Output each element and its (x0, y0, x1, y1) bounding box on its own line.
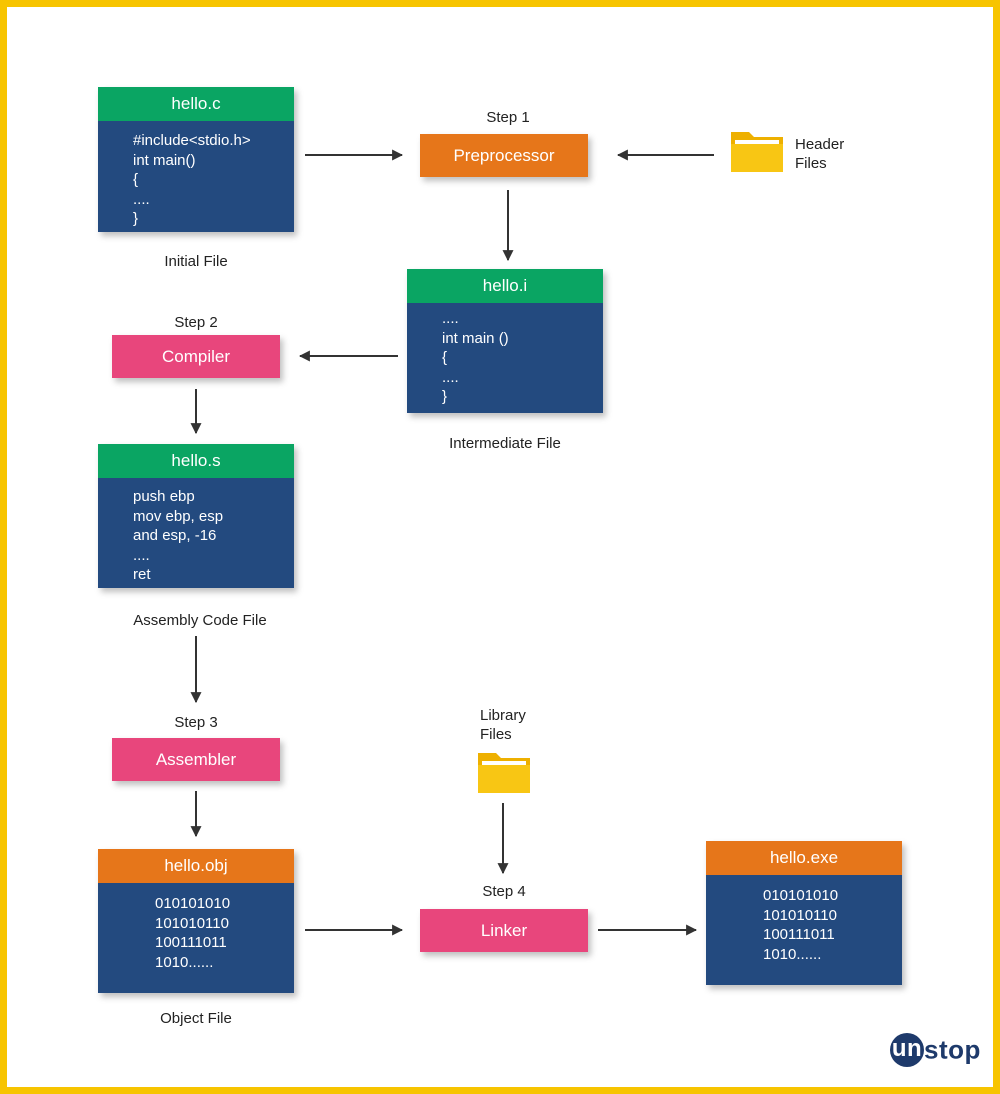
file-hello-i: hello.i .... int main () { .... } (407, 269, 603, 413)
step-linker: Linker (420, 909, 588, 952)
code-line: 100111011 (155, 934, 227, 951)
step-label: Step 4 (482, 883, 526, 900)
code-line: 101010110 (763, 906, 837, 924)
step-assembler: Assembler (112, 738, 280, 781)
file-caption: Assembly Code File (133, 612, 267, 629)
library-files-label: Library Files (480, 706, 526, 744)
step-label: Step 3 (174, 714, 218, 731)
label-line: Files (480, 726, 512, 743)
code-line: 010101010 (155, 895, 231, 912)
file-hello-c: hello.c #include<stdio.h> int main() { .… (98, 87, 294, 232)
file-hello-obj: hello.obj 010101010 101010110 100111011 … (98, 849, 294, 993)
label-line: Library (480, 707, 526, 724)
folder-icon (731, 132, 783, 172)
code-line: mov ebp, esp (133, 507, 224, 525)
code-line: .... (442, 368, 459, 386)
folder-icon (478, 753, 530, 793)
code-line: int main() (133, 151, 196, 169)
file-title: hello.c (98, 87, 294, 121)
code-line: and esp, -16 (133, 527, 217, 544)
step-compiler: Compiler (112, 335, 280, 378)
code-line: 1010...... (763, 945, 822, 963)
file-code: 010101010 101010110 100111011 1010...... (98, 883, 294, 972)
code-line: push ebp (133, 488, 195, 505)
code-line: .... (442, 310, 459, 327)
code-line: .... (133, 190, 150, 208)
label-line: Header (795, 136, 845, 153)
code-line: { (133, 171, 139, 188)
code-line: 1010...... (155, 953, 214, 971)
file-hello-exe: hello.exe 010101010 101010110 100111011 … (706, 841, 902, 985)
file-code: 010101010 101010110 100111011 1010...... (706, 875, 902, 964)
file-code: #include<stdio.h> int main() { .... } (98, 121, 294, 229)
file-hello-s: hello.s push ebp mov ebp, esp and esp, -… (98, 444, 294, 588)
code-line: #include<stdio.h> (133, 132, 251, 149)
file-code: .... int main () { .... } (407, 303, 603, 407)
file-caption: Object File (160, 1010, 232, 1027)
step-label: Step 2 (174, 314, 218, 331)
code-line: } (133, 210, 139, 227)
code-line: int main () (442, 329, 509, 347)
logo-text: stop (924, 1034, 981, 1065)
label-line: Files (795, 155, 827, 172)
code-line: 010101010 (763, 887, 839, 904)
logo-mark: un (890, 1033, 924, 1068)
file-caption: Intermediate File (449, 435, 561, 452)
file-code: push ebp mov ebp, esp and esp, -16 .... … (98, 478, 294, 585)
code-line: { (442, 349, 448, 366)
file-title: hello.i (407, 269, 603, 303)
header-files-label: Header Files (795, 135, 844, 173)
step-preprocessor: Preprocessor (420, 134, 588, 177)
code-line: } (442, 388, 448, 405)
code-line: 101010110 (155, 914, 229, 932)
file-caption: Initial File (164, 253, 228, 270)
code-line: ret (133, 566, 151, 583)
step-label: Step 1 (486, 109, 530, 126)
file-title: hello.exe (706, 841, 902, 875)
code-line: .... (133, 546, 150, 564)
file-title: hello.s (98, 444, 294, 478)
file-title: hello.obj (98, 849, 294, 883)
code-line: 100111011 (763, 926, 835, 943)
unstop-logo: unstop (890, 1033, 981, 1068)
